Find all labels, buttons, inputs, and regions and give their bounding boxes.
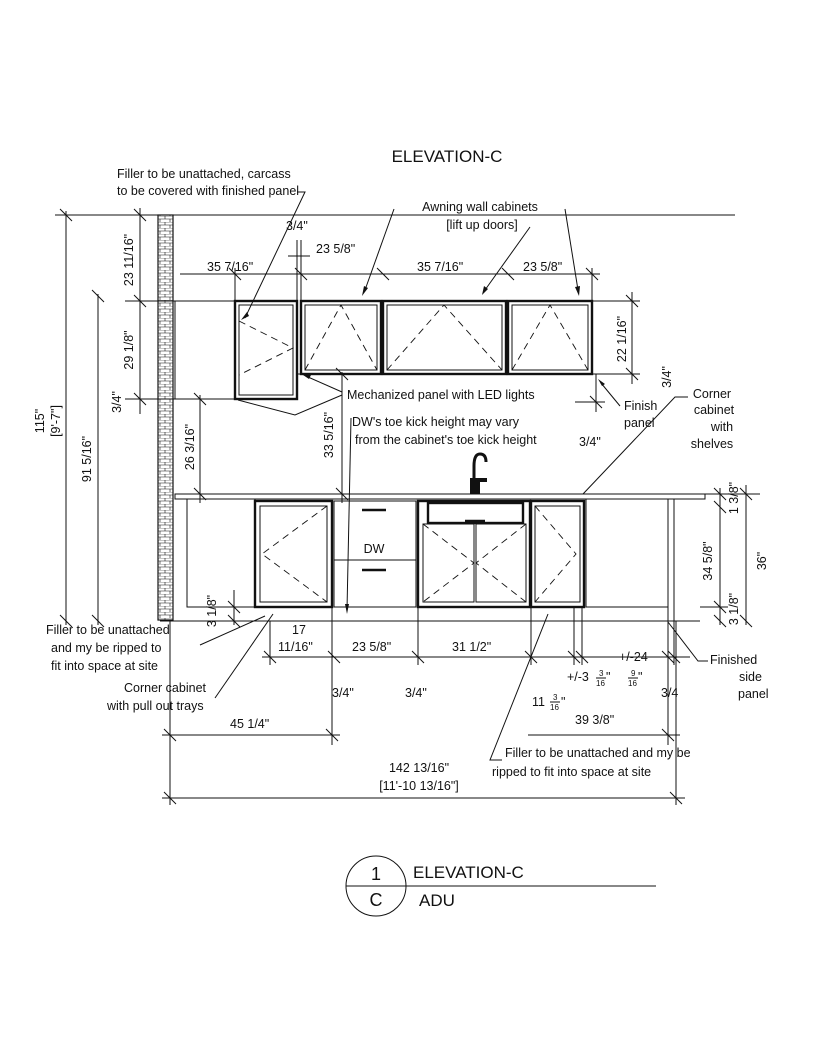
dim-23-5-8-b: 23 5/8"	[523, 260, 562, 274]
note-dw-1: DW's toe kick height may vary	[352, 415, 520, 429]
dim-34-5-8: 34 5/8"	[701, 541, 715, 580]
dim-3-4-b3: 3/4	[661, 686, 678, 700]
dim-9-7: [9'-7"]	[49, 405, 63, 437]
note-filler-left-3: fit into space at site	[51, 659, 158, 673]
note-corner-shelves-4: shelves	[691, 437, 733, 451]
dim-3-4-right: 3/4"	[660, 366, 674, 388]
dim-3-4-top: 3/4"	[286, 219, 308, 233]
dim-26-3-16: 26 3/16"	[183, 424, 197, 470]
frac-3-16-b-den: 16	[550, 703, 559, 712]
note-corner-shelves-1: Corner	[693, 387, 731, 401]
drawing-title: ELEVATION-C	[392, 147, 503, 166]
leader-lines	[199, 191, 708, 761]
dim-pm-3: +/-3	[567, 670, 589, 684]
dim-3-4-b1: 3/4"	[332, 686, 354, 700]
frac-3-16-a-inch: "	[606, 670, 610, 684]
dim-3-4-b2: 3/4"	[405, 686, 427, 700]
dim-29-1-8: 29 1/8"	[122, 330, 136, 369]
dim-pm-24: +/-24	[619, 650, 648, 664]
countertop	[174, 493, 706, 500]
note-filler-bottom-1: Filler to be unattached and my be	[505, 746, 691, 760]
note-corner-trays-1: Corner cabinet	[124, 681, 207, 695]
frac-3-16-b-num: 3	[553, 693, 558, 702]
frac-3-16-a-den: 16	[596, 679, 605, 688]
tag-name: ELEVATION-C	[413, 863, 524, 882]
note-corner-shelves-2: cabinet	[694, 403, 735, 417]
note-mechanized: Mechanized panel with LED lights	[347, 388, 535, 402]
note-filler-left-1: Filler to be unattached	[46, 623, 170, 637]
note-corner-trays-2: with pull out trays	[106, 699, 204, 713]
drawing-tag: 1 C ELEVATION-C ADU	[345, 855, 656, 917]
dim-11-16: 11/16"	[278, 640, 313, 654]
base-cabinets	[186, 498, 675, 621]
dim-23-5-8-a: 23 5/8"	[316, 242, 355, 256]
note-awning-1: Awning wall cabinets	[422, 200, 538, 214]
dim-35-7-16-a: 35 7/16"	[207, 260, 253, 274]
brick-wall	[157, 214, 174, 621]
dim-91-5-16: 91 5/16"	[80, 436, 94, 482]
dim-3-1-8-left: 3 1/8"	[205, 595, 219, 627]
dim-142: 142 13/16"	[389, 761, 449, 775]
dim-11-10: [11'-10 13/16"]	[379, 779, 459, 793]
note-awning-2: [lift up doors]	[446, 218, 518, 232]
tag-sheet: C	[370, 890, 383, 910]
frac-9-16-den: 16	[628, 679, 637, 688]
dim-115: 115"	[33, 409, 47, 433]
frac-3-16-a-num: 3	[599, 669, 604, 678]
note-finish-1: Finish	[624, 399, 657, 413]
note-corner-shelves-3: with	[710, 420, 733, 434]
note-finished-side-2: side	[739, 670, 762, 684]
dim-31-1-2: 31 1/2"	[452, 640, 491, 654]
note-finished-side-3: panel	[738, 687, 769, 701]
note-filler-left-2: and my be ripped to	[51, 641, 162, 655]
note-filler-top-2: to be covered with finished panel	[117, 184, 299, 198]
annotation-notes: Filler to be unattached, carcass to be c…	[46, 167, 769, 779]
dim-33-5-16: 33 5/16"	[322, 412, 336, 458]
dim-35-7-16-b: 35 7/16"	[417, 260, 463, 274]
dim-3-4-finish: 3/4"	[579, 435, 601, 449]
dim-3-1-8-right: 3 1/8"	[727, 593, 741, 625]
dim-11: 11	[532, 695, 545, 709]
note-filler-top-1: Filler to be unattached, carcass	[117, 167, 291, 181]
dim-39-3-8: 39 3/8"	[575, 713, 614, 727]
tag-sub: ADU	[419, 891, 455, 910]
dim-22-1-16: 22 1/16"	[615, 316, 629, 362]
dim-23-11-16: 23 11/16"	[122, 234, 136, 286]
note-filler-bottom-2: ripped to fit into space at site	[492, 765, 651, 779]
dim-1-3-8: 1 3/8"	[727, 482, 741, 514]
dim-17: 17	[292, 623, 306, 637]
dimension-lines	[59, 208, 760, 805]
dimension-text: 3/4" 23 5/8" 35 7/16" 35 7/16" 23 5/8" 2…	[33, 219, 769, 793]
faucet-icon	[470, 452, 488, 494]
dim-3-4-left: 3/4"	[110, 391, 124, 413]
note-finished-side-1: Finished	[710, 653, 757, 667]
dim-45-1-4: 45 1/4"	[230, 717, 269, 731]
frac-9-16-num: 9	[631, 669, 636, 678]
tag-number: 1	[371, 864, 381, 884]
dishwasher-label: DW	[364, 542, 385, 556]
frac-3-16-b-inch: "	[561, 695, 565, 709]
dim-36: 36"	[755, 552, 769, 570]
note-finish-2: panel	[624, 416, 655, 430]
frac-9-16-inch: "	[638, 670, 642, 684]
upper-cabinets	[174, 299, 594, 401]
note-dw-2: from the cabinet's toe kick height	[355, 433, 537, 447]
dim-23-5-8-c: 23 5/8"	[352, 640, 391, 654]
